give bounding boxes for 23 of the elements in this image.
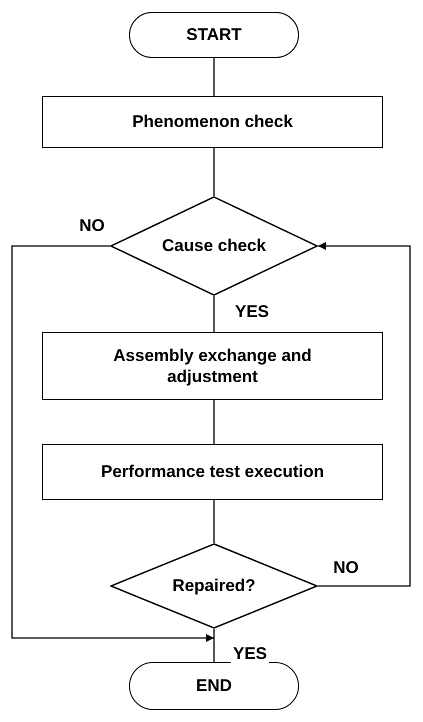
node-label: Phenomenon check — [131, 111, 294, 133]
terminal-shape — [129, 662, 299, 710]
arrow — [11, 245, 214, 642]
connector-line — [213, 296, 215, 332]
connector-line — [213, 500, 215, 543]
connector-line — [213, 400, 215, 444]
node-label: END — [195, 675, 233, 697]
node-label: Assembly exchange and adjustment — [112, 344, 313, 388]
process-box — [42, 332, 383, 400]
edge-label: YES — [230, 644, 270, 664]
terminal-shape — [129, 12, 299, 58]
connector-line — [213, 629, 215, 662]
node-label: Cause check — [161, 235, 267, 257]
arrow — [318, 242, 411, 587]
connector-line — [213, 58, 215, 96]
node-label: Repaired? — [171, 575, 257, 597]
connector-line — [213, 148, 215, 196]
node-label: START — [185, 24, 243, 46]
process-box — [42, 444, 383, 500]
process-box — [42, 96, 383, 148]
decision-diamond — [110, 196, 318, 296]
decision-diamond — [110, 543, 318, 629]
node-label: Performance test execution — [100, 461, 325, 483]
